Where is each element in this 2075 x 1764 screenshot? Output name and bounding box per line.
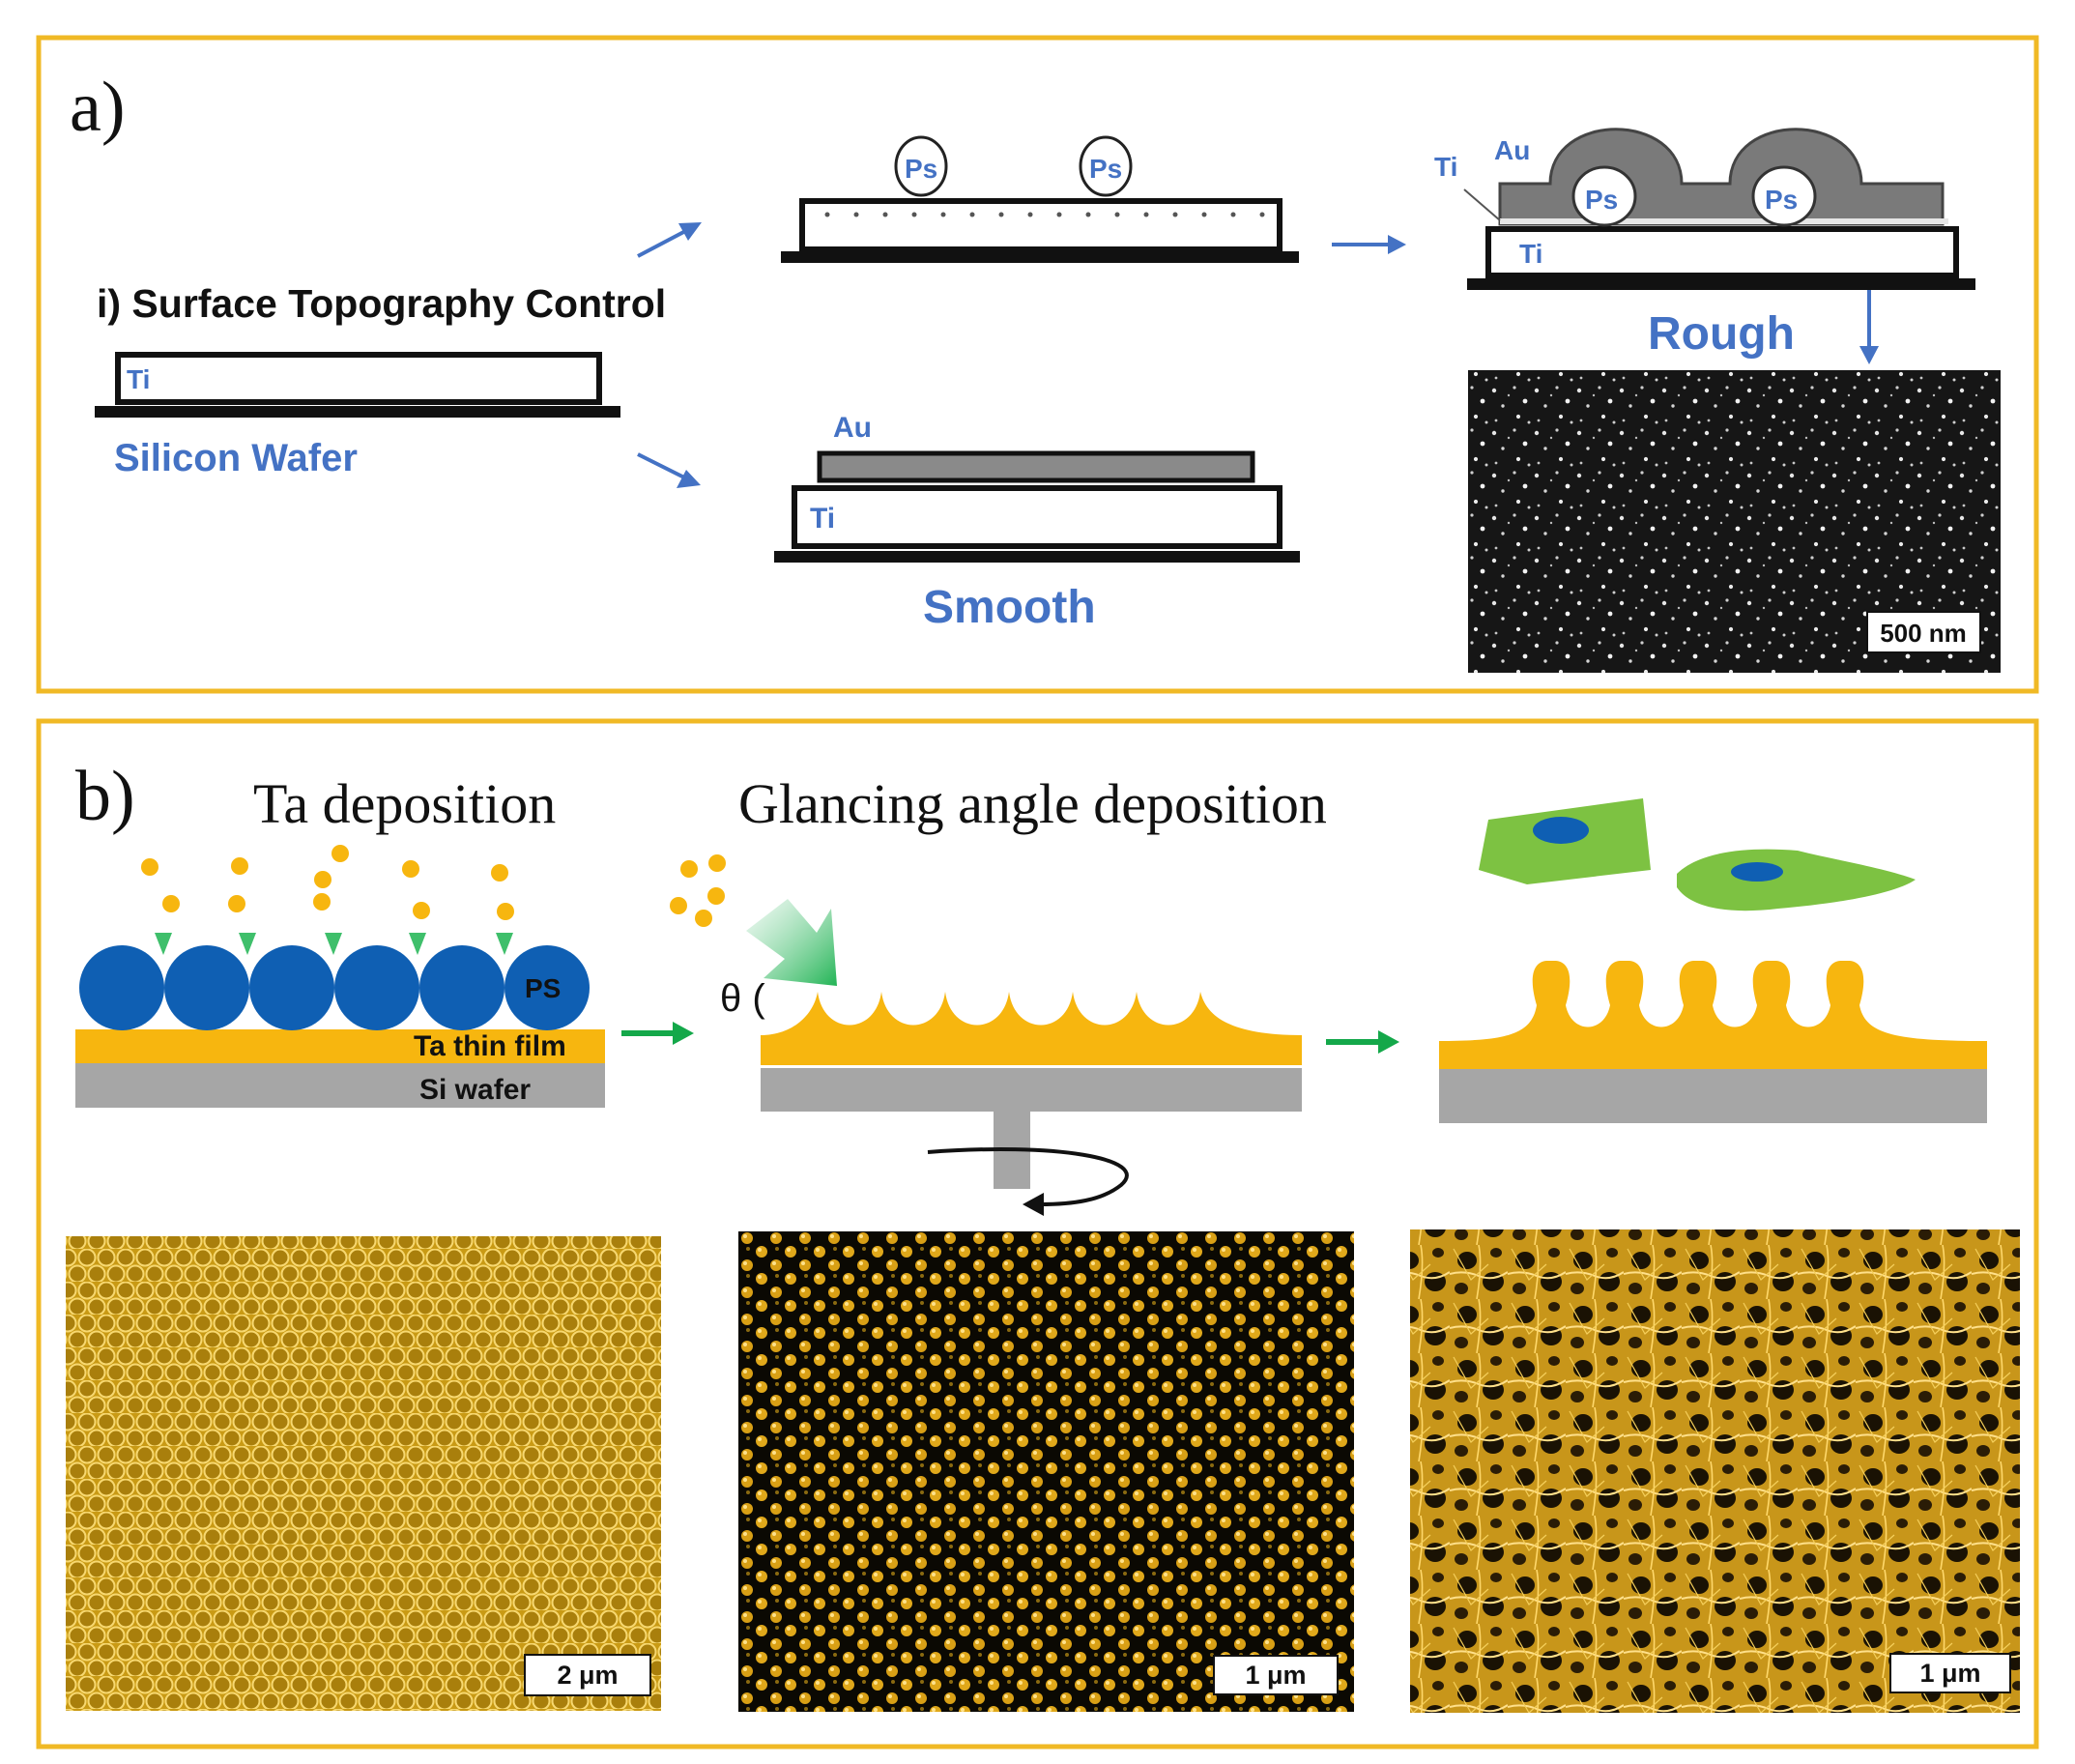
ta-particles: [670, 854, 726, 927]
ps-label: Ps: [905, 154, 937, 184]
au-label: Au: [1494, 135, 1530, 165]
ps-particle: [1571, 165, 1637, 227]
ti-label: Ti: [1519, 239, 1542, 269]
smooth-structure-diagram: Au Ti: [774, 412, 1300, 563]
cell-1-nucleus: [1533, 817, 1589, 844]
scalebar-1um: 1 μm: [1245, 1661, 1306, 1690]
arrow-to-sem: [1859, 290, 1879, 364]
ps-particle: [1751, 165, 1817, 227]
scalebar-500nm: 500 nm: [1880, 619, 1967, 648]
silicon-wafer-label: Silicon Wafer: [114, 437, 358, 479]
ps-particle: [1079, 135, 1133, 197]
rough-label: Rough: [1648, 308, 1795, 360]
scalebar-1um: 1 μm: [1919, 1659, 1980, 1688]
ps-label: Ps: [1765, 185, 1798, 215]
step2-title: Glancing angle deposition: [738, 772, 1327, 835]
scalebar-box: [1889, 1653, 2011, 1693]
step1-title: Ta deposition: [253, 772, 556, 835]
panel-b-label: b): [75, 757, 135, 836]
scalebar-2um: 2 μm: [557, 1661, 618, 1690]
sem-image-dots: 1 μm: [738, 1231, 1354, 1712]
si-wafer-label: Si wafer: [419, 1074, 531, 1106]
cell-2-nucleus: [1731, 862, 1783, 882]
panel-a-label: a): [70, 68, 126, 147]
scalebar-box: [1866, 611, 1981, 653]
ta-thin-film-label: Ta thin film: [414, 1030, 566, 1062]
ps-label: Ps: [1585, 185, 1618, 215]
ta-particles: [141, 845, 514, 920]
sem-image-rough: 500 nm: [1468, 370, 2001, 673]
arrow-to-smooth: [637, 452, 701, 488]
ps-label: Ps: [1089, 154, 1122, 184]
ps-on-substrate-diagram: Ps Ps: [781, 135, 1299, 263]
au-label: Au: [833, 412, 872, 444]
green-down-arrows: [155, 933, 513, 955]
ps-spheres: [79, 945, 590, 1030]
scalebar-box: [1213, 1655, 1339, 1695]
nanopillar-cell-diagram: [1439, 798, 1987, 1123]
ti-layer-label: Ti: [1434, 152, 1457, 182]
glancing-angle-diagram: θ (: [670, 854, 1302, 1216]
ta-thin-film-layer: [75, 1029, 605, 1063]
cell-2: [1677, 849, 1916, 911]
ps-sphere-label: PS: [525, 973, 561, 1003]
surface-topography-heading: i) Surface Topography Control: [97, 281, 666, 326]
arrow-to-ps-step: [637, 222, 702, 258]
ti-label: Ti: [810, 503, 835, 535]
glancing-flux-arrow: [746, 899, 837, 986]
ti-label: Ti: [127, 364, 150, 394]
si-wafer-layer: [75, 1063, 605, 1108]
rotation-arrow: [927, 1147, 1129, 1206]
ta-deposition-diagram: PS Ta thin film Si wafer: [75, 845, 605, 1108]
rough-structure-diagram: Ps Ps Ti Ti Au: [1434, 128, 1975, 290]
green-arrow-2: [1326, 1030, 1399, 1054]
smooth-label: Smooth: [923, 582, 1096, 633]
scalebar-box: [524, 1654, 651, 1696]
theta-angle-label: θ (: [720, 977, 765, 1020]
silicon-wafer-diagram: Ti: [95, 352, 620, 418]
green-arrow-1: [621, 1022, 694, 1045]
sem-image-honeycomb: 2 μm: [66, 1236, 661, 1711]
sem-image-network: 1 μm: [1410, 1229, 2020, 1713]
arrow-to-rough: [1332, 235, 1406, 254]
ps-particle: [894, 135, 948, 197]
